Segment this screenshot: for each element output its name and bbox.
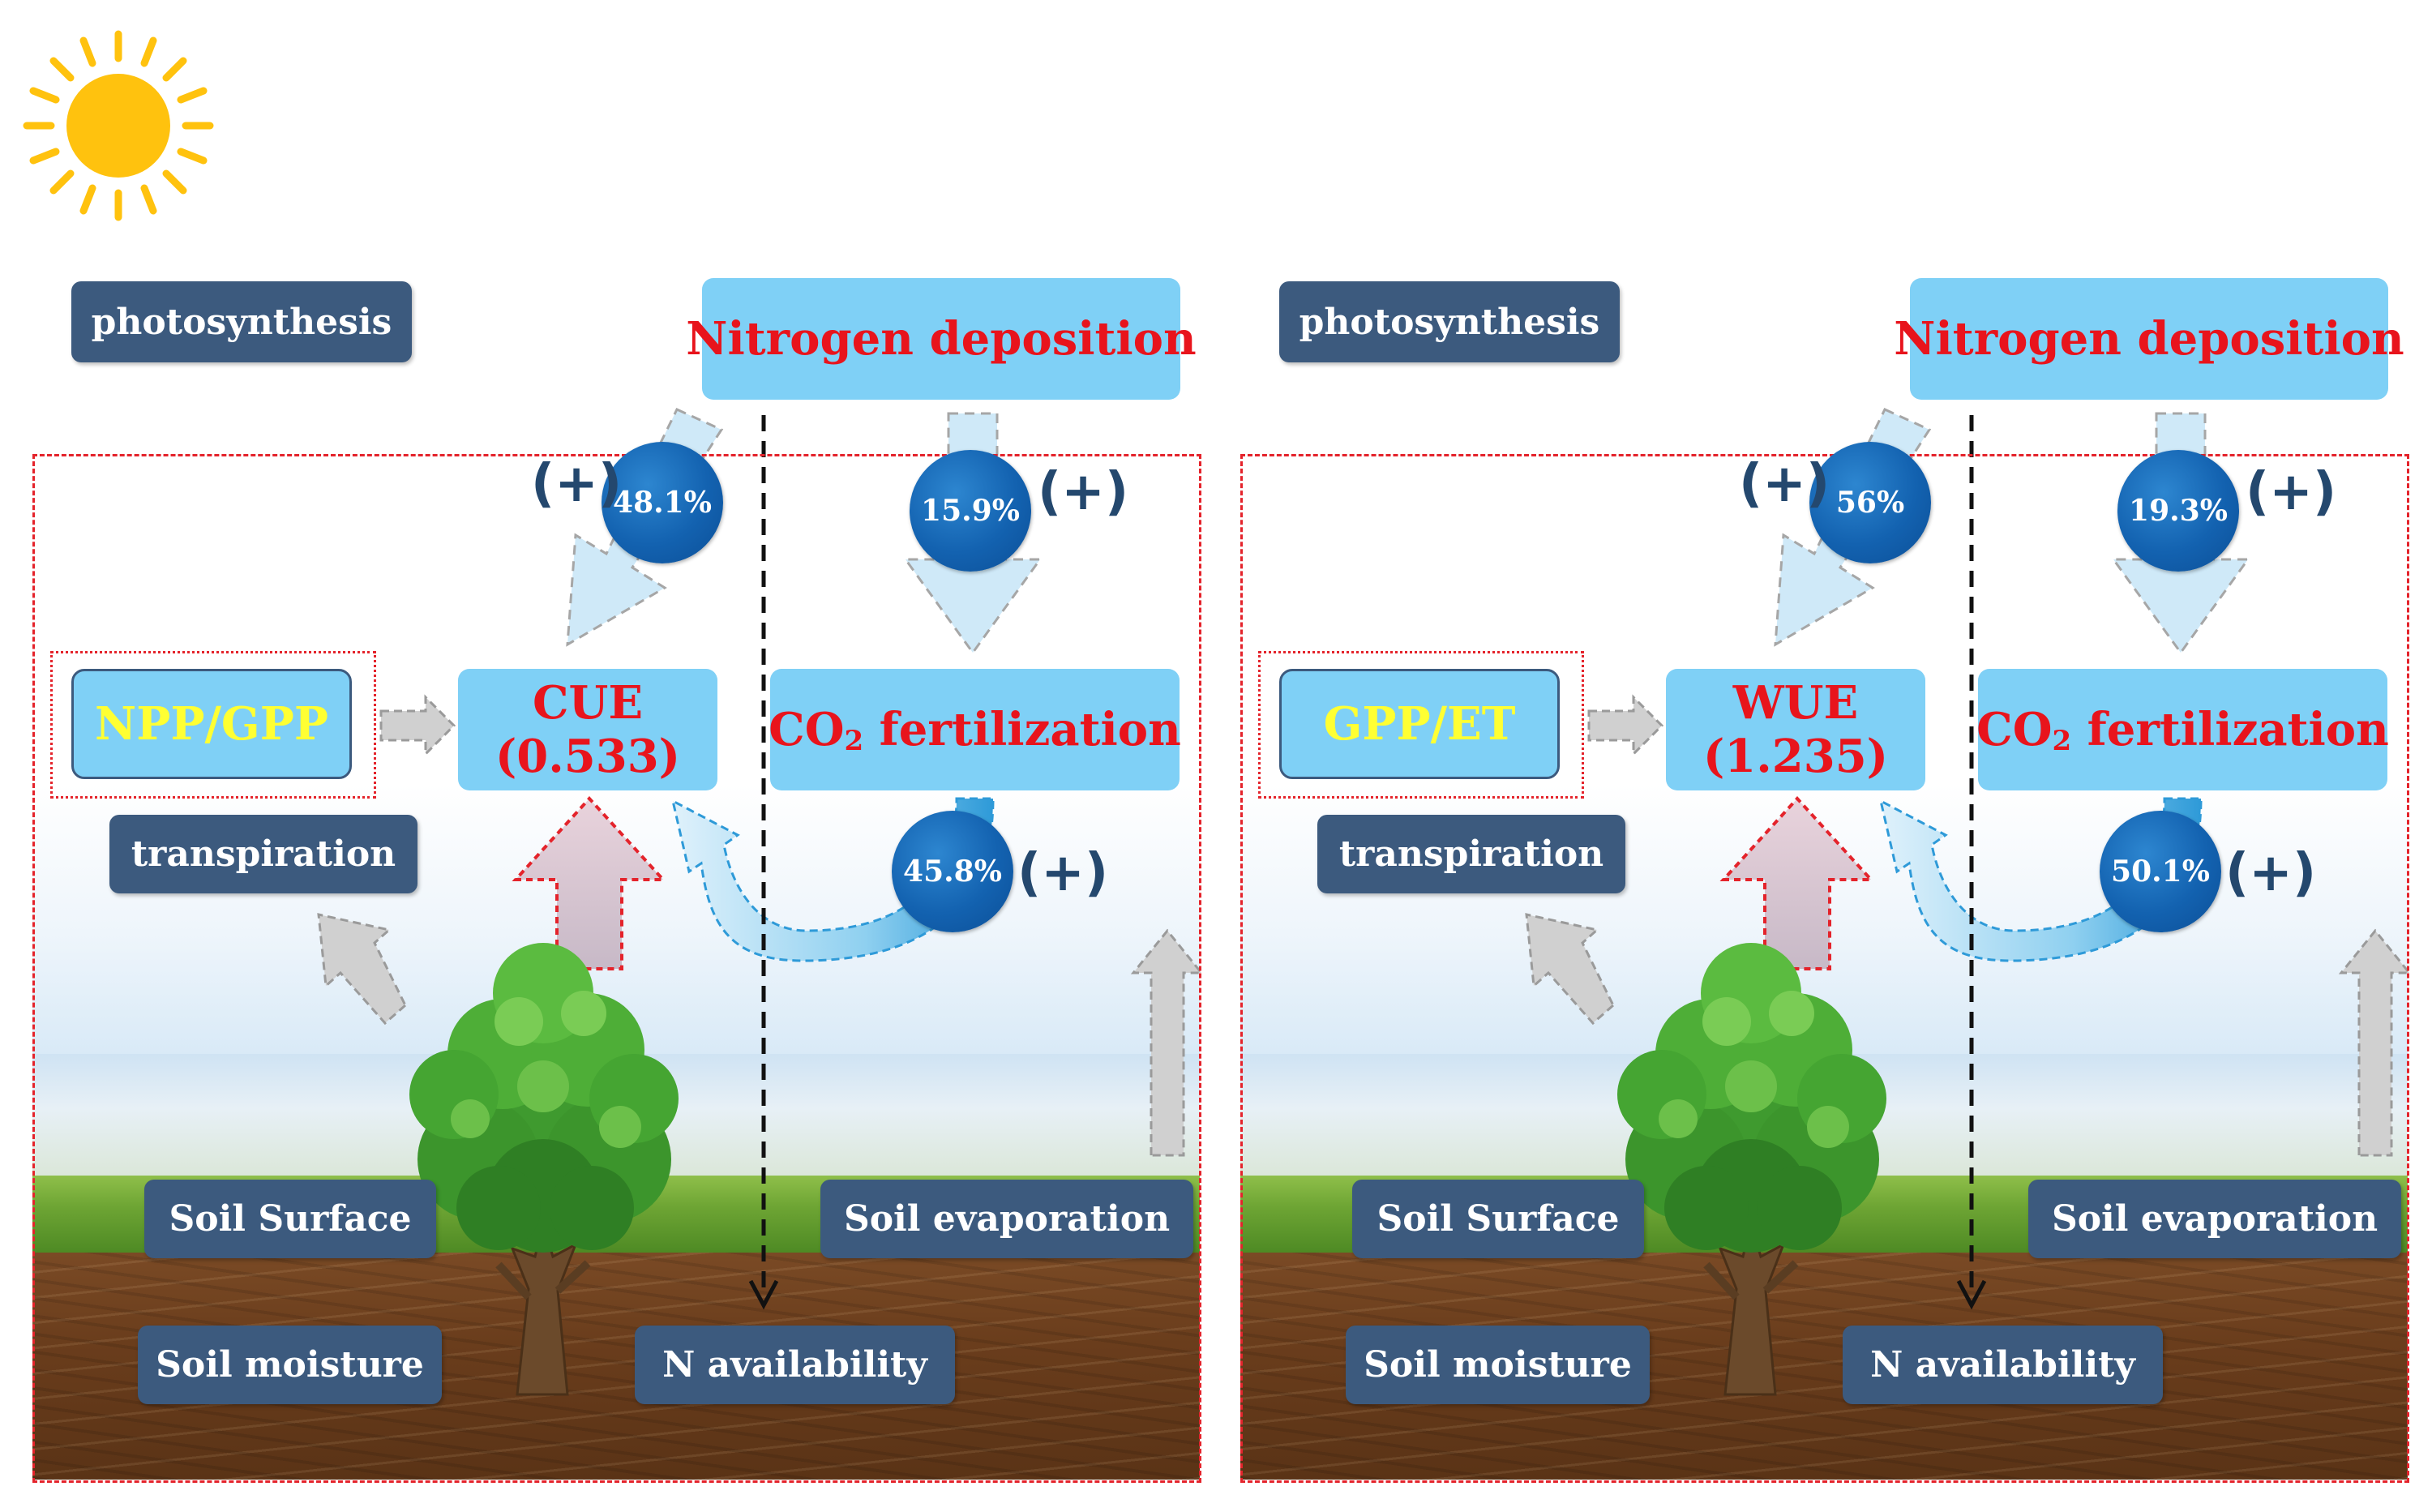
soil-evaporation-label: Soil evaporation — [820, 1180, 1193, 1258]
arrow-soil-evaporation — [2338, 928, 2413, 1157]
cue-name: CUE — [532, 676, 644, 730]
arrow-to-transpiration — [1525, 913, 1615, 1026]
soil-evaporation-label: Soil evaporation — [2028, 1180, 2401, 1258]
soil-surface-label: Soil Surface — [1352, 1180, 1644, 1258]
transpiration-label: transpiration — [1317, 815, 1625, 893]
co2-subscript: 2 — [844, 725, 864, 757]
cue-box: CUE (0.533) — [458, 669, 717, 790]
wue-value: (1.235) — [1702, 730, 1889, 783]
pct-co2-to-cue-circle: 45.8% — [892, 811, 1013, 932]
pct-co2-to-wue-circle: 50.1% — [2100, 811, 2221, 932]
soil-moisture-label: Soil moisture — [1346, 1326, 1650, 1404]
arrow-soil-evaporation — [1130, 928, 1205, 1157]
wue-box: WUE (1.235) — [1666, 669, 1925, 790]
ratio-outer-frame — [1258, 651, 1584, 799]
plus-sign: (+) — [1739, 454, 1830, 514]
gpp-et-box: GPP/ET — [1279, 669, 1560, 779]
n-flow-arrowhead — [748, 1279, 779, 1310]
arrow-tree-to-wue — [1719, 796, 1875, 970]
wue-name: WUE — [1732, 676, 1859, 730]
soil-moisture-label: Soil moisture — [138, 1326, 442, 1404]
soil-surface-label: Soil Surface — [144, 1180, 436, 1258]
plus-sign: (+) — [1017, 843, 1109, 903]
pct-nd-to-co2-circle: 15.9% — [910, 450, 1031, 572]
ratio-outer-frame — [50, 651, 376, 799]
sun-icon — [23, 30, 214, 221]
co2-suffix: fertilization — [863, 703, 1181, 756]
plus-sign: (+) — [531, 454, 623, 514]
plus-sign: (+) — [2225, 843, 2317, 903]
n-availability-label: N availability — [1843, 1326, 2163, 1404]
plus-sign: (+) — [2246, 462, 2337, 522]
pct-nd-to-cue-circle: 48.1% — [602, 442, 723, 563]
n-flow-arrowhead — [1956, 1279, 1987, 1310]
nitrogen-deposition-box: Nitrogen deposition — [1894, 278, 2404, 400]
n-availability-label: N availability — [635, 1326, 955, 1404]
photosynthesis-label: photosynthesis — [71, 281, 412, 362]
arrow-to-transpiration — [317, 913, 407, 1026]
nitrogen-deposition-box: Nitrogen deposition — [686, 278, 1197, 400]
co2-prefix: CO — [1976, 703, 2053, 756]
arrow-ratio-to-wue — [1587, 694, 1664, 757]
cue-value: (0.533) — [495, 730, 681, 783]
co2-subscript: 2 — [2052, 725, 2072, 757]
curved-arrow-co2-to-wue — [1878, 797, 2203, 962]
photosynthesis-label: photosynthesis — [1279, 281, 1620, 362]
npp-gpp-box: NPP/GPP — [71, 669, 352, 779]
curved-arrow-co2-to-cue — [670, 797, 995, 962]
co2-prefix: CO — [769, 703, 845, 756]
arrow-tree-to-cue — [512, 796, 667, 970]
pct-nd-to-wue-circle: 56% — [1809, 442, 1931, 563]
pct-nd-to-co2-circle: 19.3% — [2117, 450, 2239, 572]
co2-suffix: fertilization — [2071, 703, 2389, 756]
transpiration-label: transpiration — [109, 815, 417, 893]
arrow-ratio-to-cue — [379, 694, 456, 757]
plus-sign: (+) — [1038, 462, 1129, 522]
